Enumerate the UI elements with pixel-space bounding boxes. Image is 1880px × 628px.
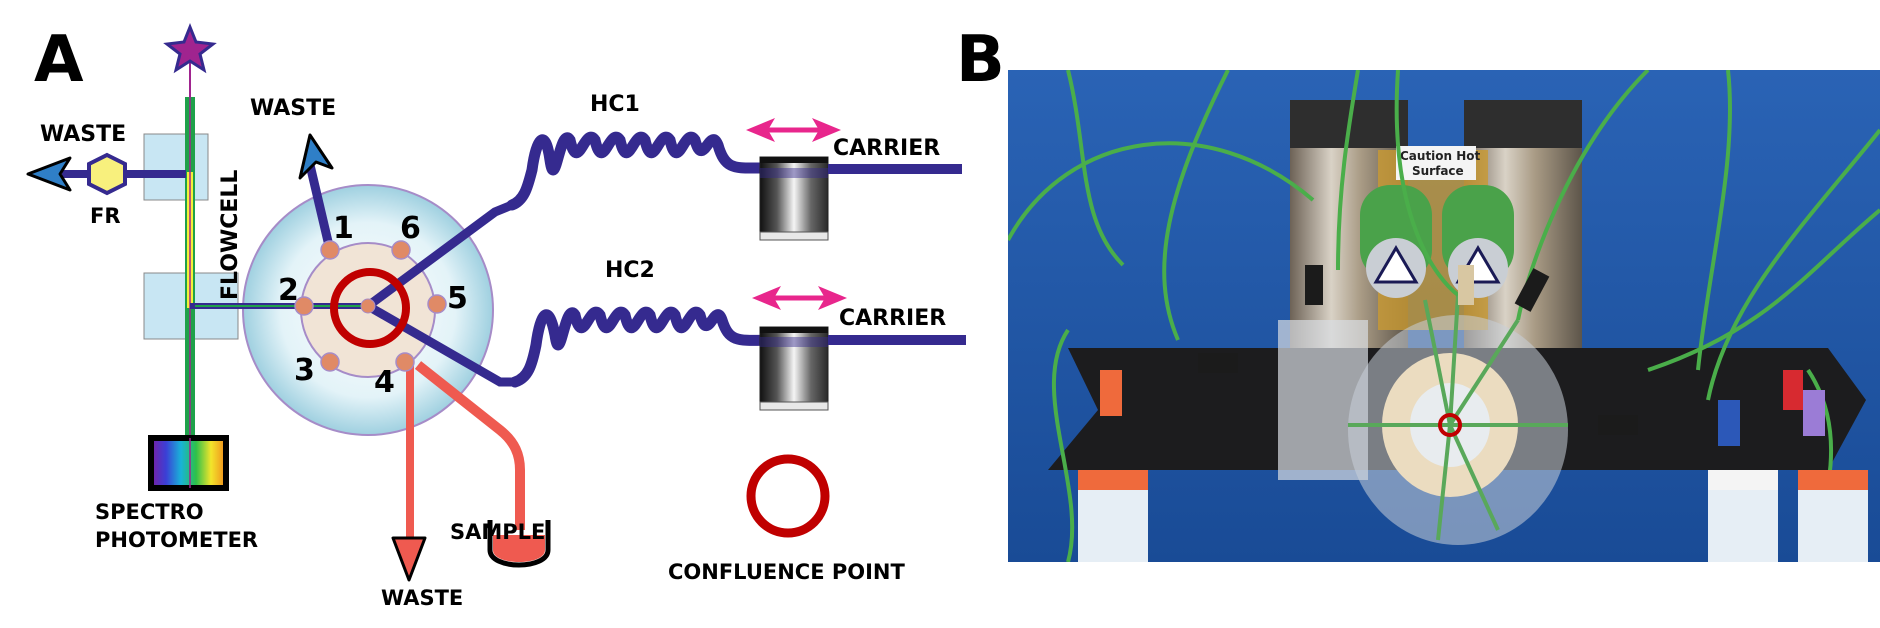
waste-label-bottom: WASTE	[381, 586, 464, 610]
spectrophotometer-icon	[148, 435, 229, 491]
port-label-1: 1	[333, 211, 354, 246]
carrier-label-2: CARRIER	[839, 306, 947, 331]
waste-label-left: WASTE	[40, 122, 127, 147]
caution-label-line2: Surface	[1412, 164, 1464, 178]
valve-ports	[294, 240, 447, 372]
port-label-4: 4	[374, 365, 395, 400]
instrument-photo: Caution Hot Surface	[1008, 70, 1880, 562]
port-1	[320, 240, 340, 260]
hc1-label: HC1	[590, 92, 640, 117]
flow-restrictor-icon	[87, 152, 127, 196]
carrier-pump-1	[759, 156, 829, 241]
schematic-diagram: 1 6 2 5 3 4 FLOWCELL	[26, 22, 966, 582]
port-2	[294, 296, 314, 316]
port-6	[391, 240, 411, 260]
waste-label-top: WASTE	[250, 96, 337, 121]
flowcell-block-top	[143, 133, 209, 201]
flowcell-label: FLOWCELL	[218, 170, 243, 300]
hc2-label: HC2	[605, 258, 655, 283]
sample-label: SAMPLE	[450, 520, 546, 544]
holding-coil-2	[509, 306, 788, 388]
port-3	[320, 352, 340, 372]
port-center	[360, 298, 376, 314]
confluence-point-label: CONFLUENCE POINT	[668, 560, 905, 584]
waste-arrow-left-icon	[26, 156, 72, 192]
port-4	[395, 352, 415, 372]
port-label-5: 5	[447, 281, 468, 316]
holding-coil-1	[506, 131, 766, 211]
caution-label	[1396, 146, 1476, 180]
port-5	[427, 294, 447, 314]
spectrophotometer-label-line1: SPECTRO	[95, 500, 204, 524]
port-label-3: 3	[294, 353, 315, 388]
hc1-connection-line	[365, 200, 514, 310]
carrier-pump-2	[759, 326, 829, 411]
port-label-2: 2	[278, 273, 299, 308]
light-source-star-icon	[163, 22, 217, 74]
waste-arrow-bottom-icon	[391, 536, 427, 582]
reciprocating-arrow-1-icon	[746, 118, 841, 142]
waste-line-top	[305, 163, 335, 252]
panel-a-label: A	[34, 23, 84, 97]
fr-label: FR	[90, 204, 121, 228]
confluence-legend-icon	[746, 454, 830, 538]
confluence-marker	[1438, 413, 1462, 437]
waste-arrow-top-icon	[298, 133, 334, 180]
sample-line	[414, 361, 525, 530]
spectrophotometer-label-line2: PHOTOMETER	[95, 528, 259, 552]
caution-label-line1: Caution Hot	[1400, 149, 1481, 163]
panel-b-label: B	[956, 23, 1005, 97]
confluence-ring	[330, 268, 410, 348]
sample-vessel-icon	[487, 520, 551, 568]
port-label-6: 6	[400, 211, 421, 246]
carrier-label-1: CARRIER	[833, 136, 941, 161]
reciprocating-arrow-2-icon	[752, 286, 847, 310]
